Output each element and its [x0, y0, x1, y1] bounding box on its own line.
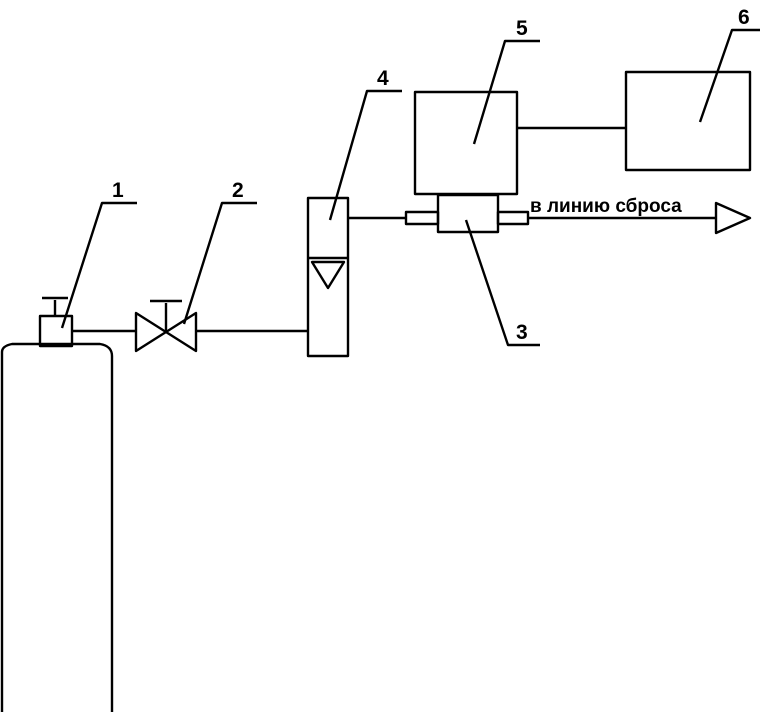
leader-6: [698, 28, 760, 123]
gas-cylinder: [0, 342, 114, 712]
label-1: 1: [112, 179, 124, 202]
cylinder-cap: [42, 296, 68, 316]
label-2: 2: [232, 179, 244, 202]
exhaust-arrow: [714, 201, 752, 235]
analyzer-block: [413, 90, 519, 196]
label-3: 3: [516, 321, 528, 344]
label-5: 5: [516, 17, 528, 40]
leader-4: [328, 89, 402, 221]
needle-valve: [134, 299, 198, 353]
outlet-note: в линию сброса: [530, 196, 682, 217]
leader-5: [472, 39, 540, 145]
leader-3: [464, 219, 540, 347]
cylinder-neck: [38, 314, 74, 348]
leader-2: [182, 201, 257, 325]
recorder-block: [624, 70, 752, 172]
leader-1: [60, 201, 137, 329]
label-4: 4: [377, 67, 389, 90]
label-6: 6: [738, 6, 750, 29]
rotameter: [306, 196, 350, 358]
